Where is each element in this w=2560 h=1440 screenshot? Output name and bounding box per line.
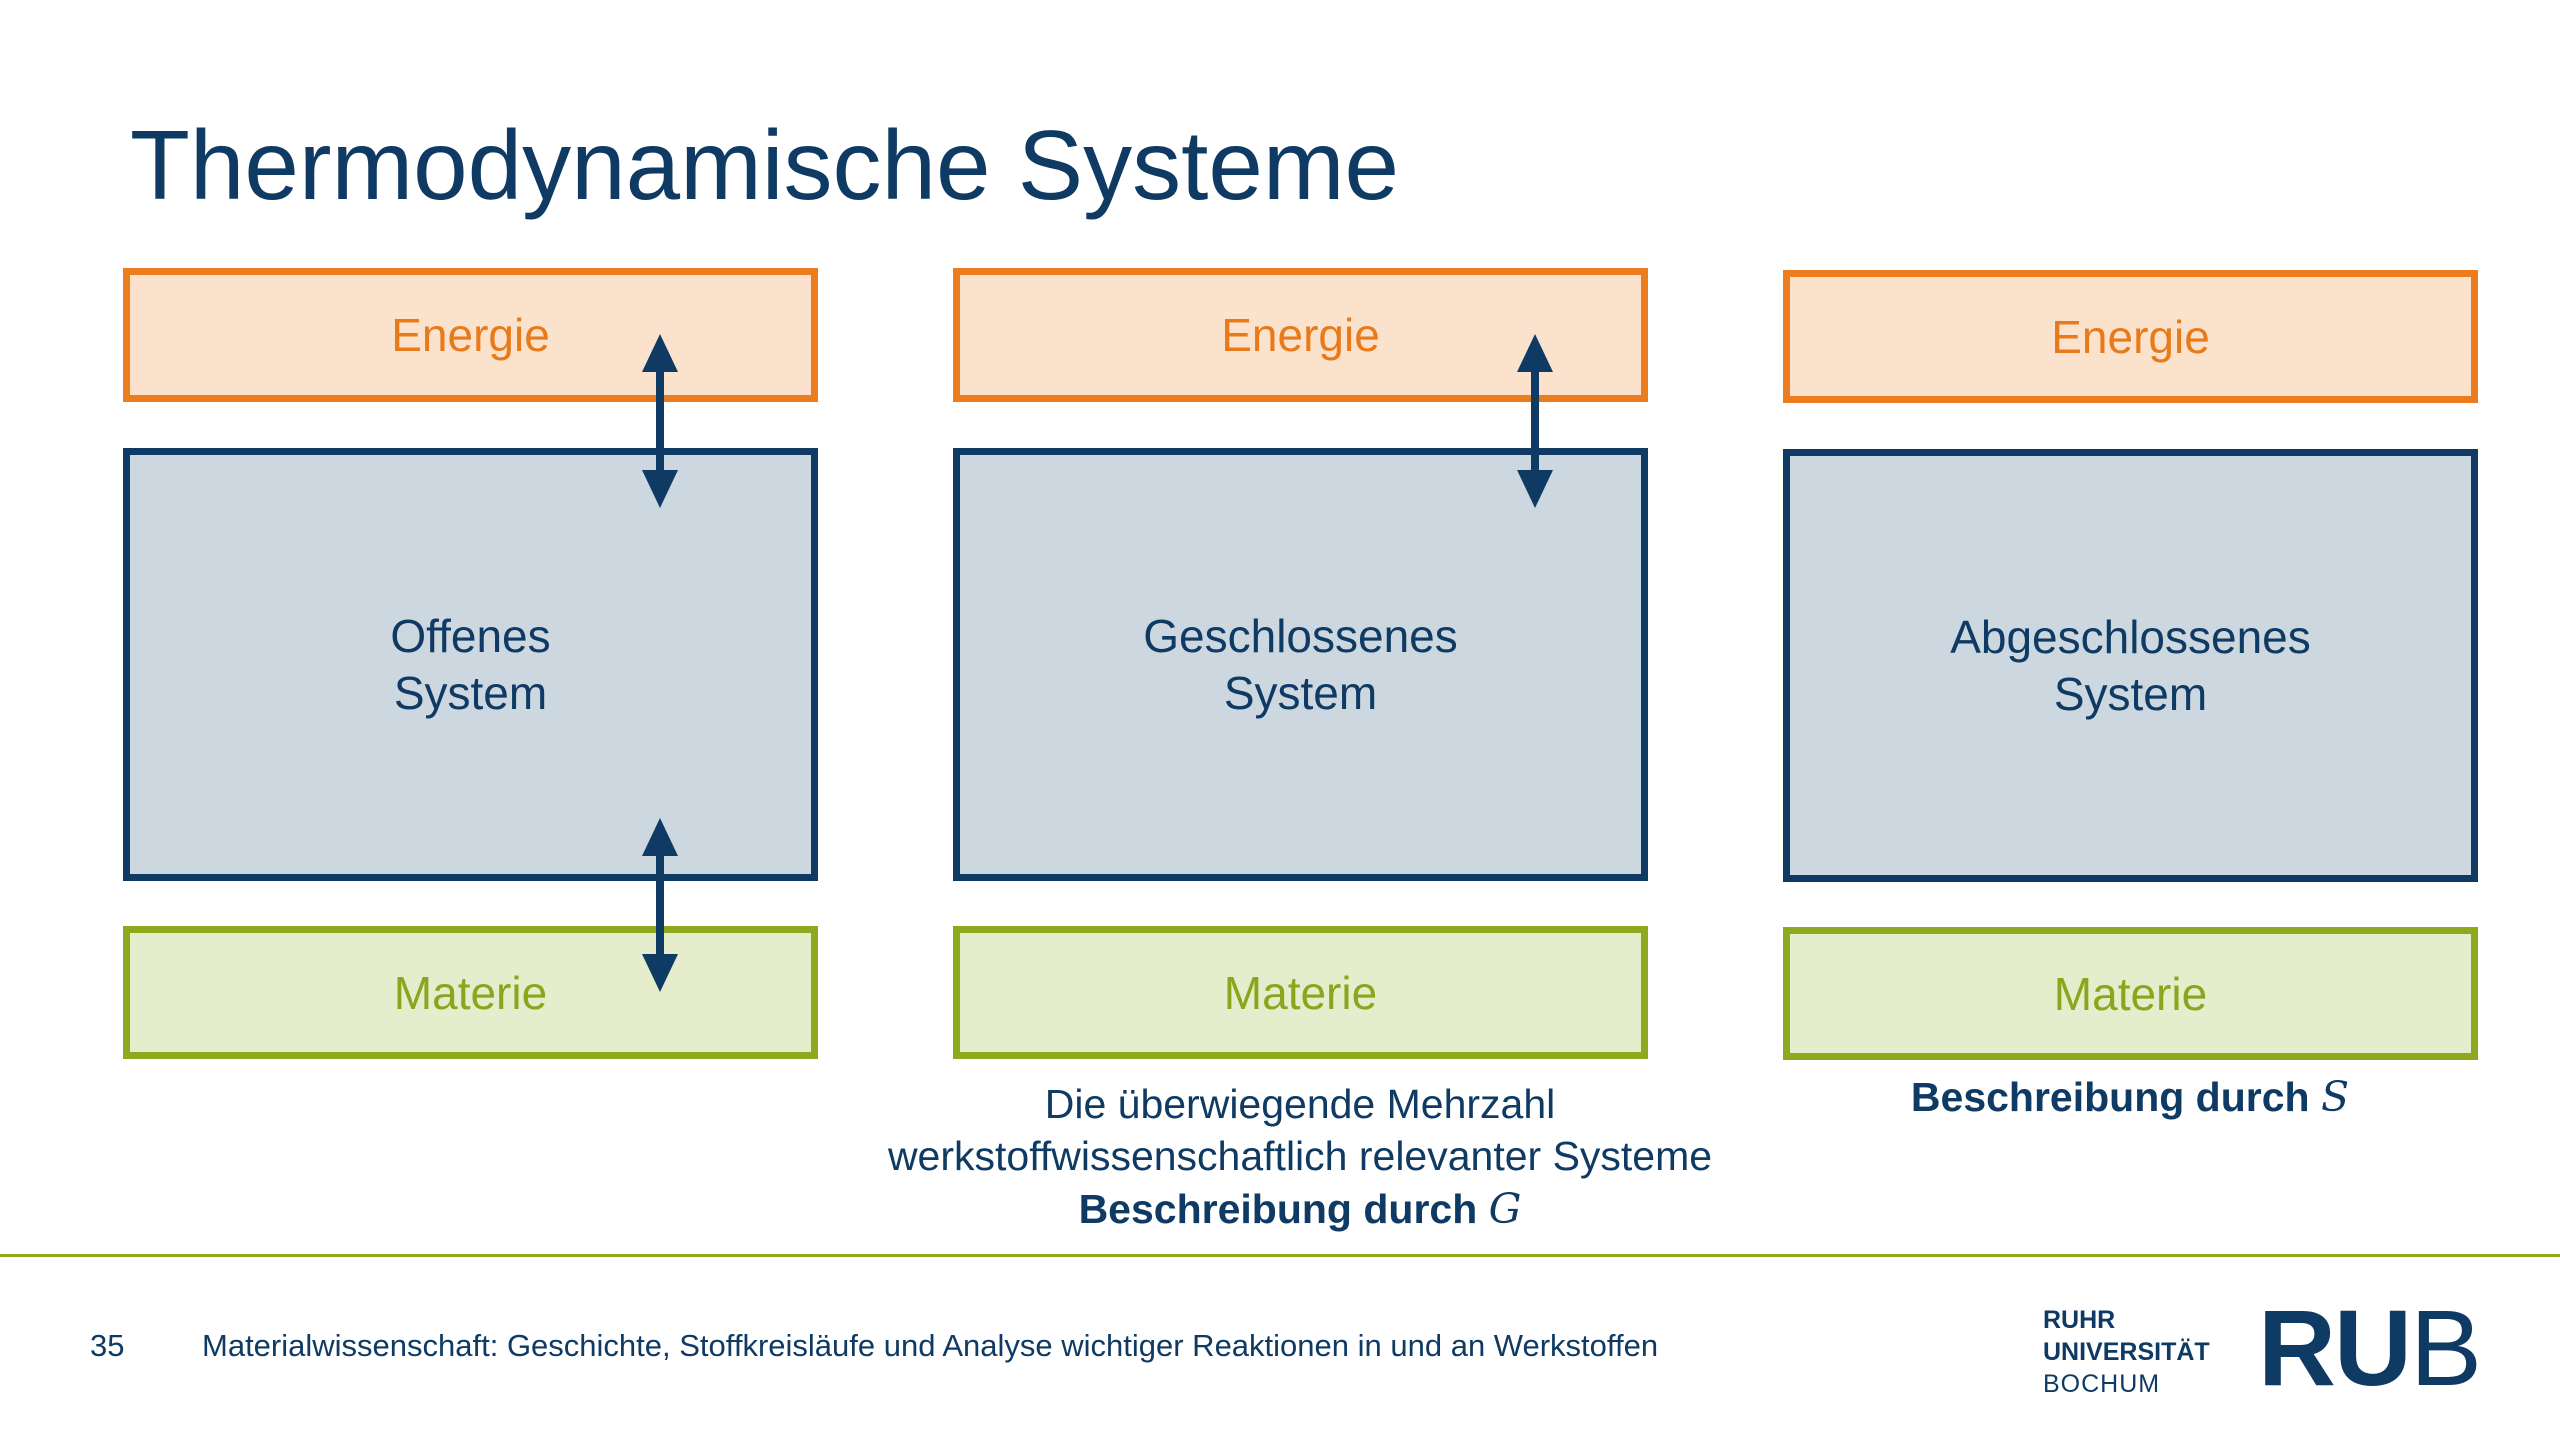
footer-divider <box>0 1254 2560 1257</box>
system-label-line2: System <box>1223 666 1378 719</box>
matter-label: Materie <box>393 966 548 1019</box>
energy-exchange-arrow-closed <box>1517 334 1553 508</box>
system-label-line2: System <box>2053 667 2208 720</box>
system-label-line1: Offenes <box>390 609 551 662</box>
caption-symbol: S <box>2320 1073 2350 1121</box>
system-label-line2: System <box>393 666 548 719</box>
energy-box-closed: Energie <box>953 268 1648 402</box>
logo-line: BOCHUM <box>2043 1370 2161 1398</box>
caption-bold: Beschreibung durch <box>1078 1185 1478 1232</box>
caption-bold: Beschreibung durch <box>1910 1074 2310 1120</box>
matter-label: Materie <box>1223 966 1378 1019</box>
energy-exchange-arrow-open <box>642 334 678 508</box>
caption-line: werkstoffwissenschaftlich relevanter Sys… <box>887 1133 1713 1180</box>
system-box-isolated: Abgeschlossenes System <box>1783 449 2478 882</box>
energy-label: Energie <box>2051 310 2210 363</box>
energy-box-open: Energie <box>123 268 818 402</box>
university-name: RUHR UNIVERSITÄT BOCHUM <box>2043 1304 2210 1400</box>
energy-box-isolated: Energie <box>1783 270 2478 403</box>
matter-label: Materie <box>2053 967 2208 1020</box>
system-label-line1: Abgeschlossenes <box>1950 610 2311 663</box>
energy-label: Energie <box>391 309 550 361</box>
caption-description: Beschreibung durch G <box>800 1183 1800 1235</box>
system-label-line1: Geschlossenes <box>1143 609 1458 662</box>
page-number: 35 <box>90 1328 125 1363</box>
system-box-open: Offenes System <box>123 448 818 881</box>
matter-box-closed: Materie <box>953 926 1648 1059</box>
slide-title: Thermodynamische Systeme <box>130 110 1400 220</box>
system-box-closed: Geschlossenes System <box>953 448 1648 881</box>
caption-symbol: G <box>1488 1184 1522 1233</box>
course-title: Materialwissenschaft: Geschichte, Stoffk… <box>202 1328 1659 1363</box>
matter-box-isolated: Materie <box>1783 927 2478 1060</box>
matter-box-open: Materie <box>123 926 818 1059</box>
logo-line: RUHR <box>2043 1306 2116 1334</box>
caption-isolated: Beschreibung durch S <box>1730 1071 2530 1123</box>
rub-logo: RUB <box>2258 1294 2482 1402</box>
caption-closed: Die überwiegende Mehrzahl werkstoffwisse… <box>800 1078 1800 1235</box>
logo-mark-light: B <box>2410 1287 2482 1408</box>
caption-description: Beschreibung durch S <box>1730 1071 2530 1123</box>
caption-line: Die überwiegende Mehrzahl <box>1044 1081 1556 1127</box>
logo-line: UNIVERSITÄT <box>2043 1338 2210 1366</box>
logo-mark-bold: RU <box>2258 1287 2412 1408</box>
matter-exchange-arrow-open <box>642 818 678 992</box>
energy-label: Energie <box>1221 309 1380 361</box>
